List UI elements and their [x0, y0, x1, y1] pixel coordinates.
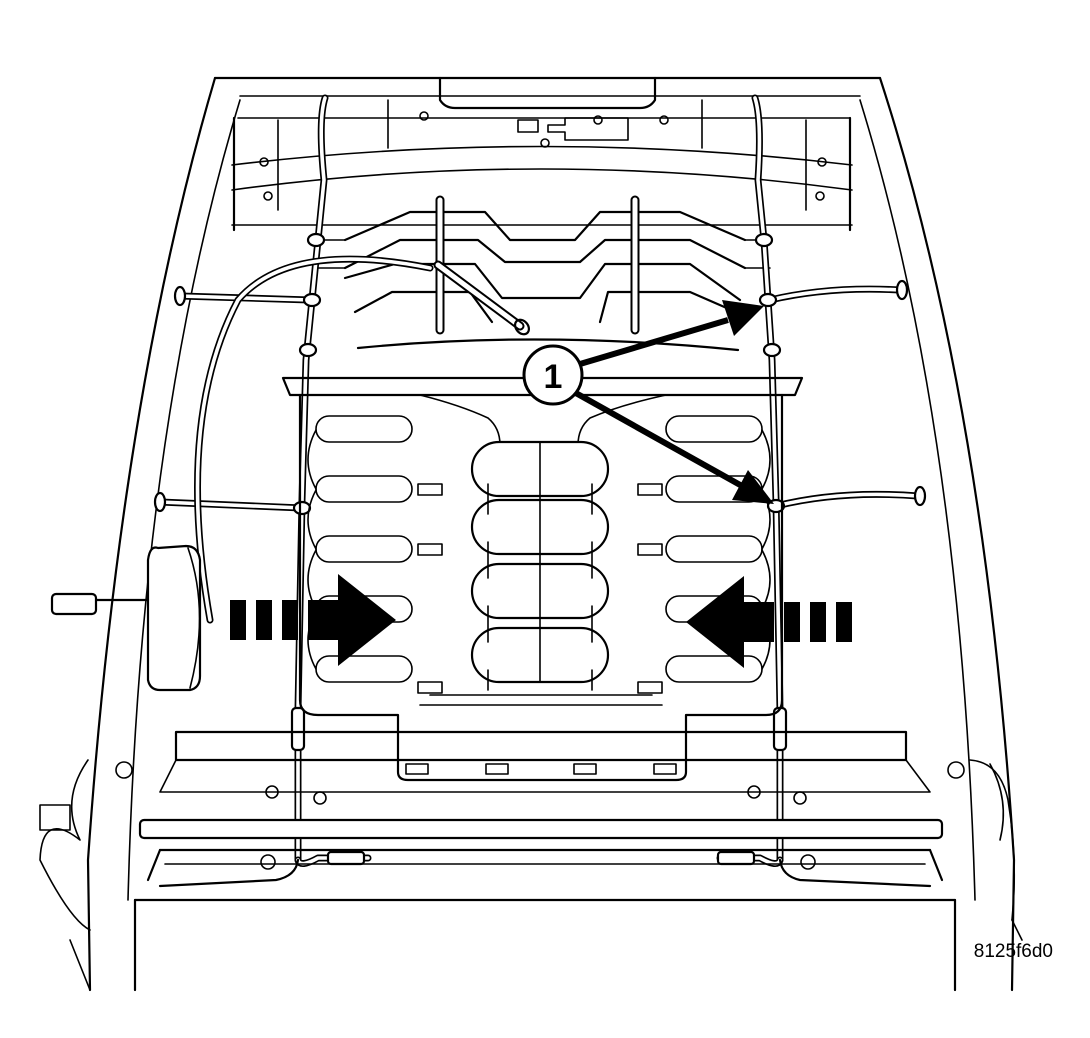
seat-back-frame — [86, 76, 1016, 992]
callout-leader-upper — [579, 300, 764, 367]
lower-frame — [115, 730, 965, 992]
small-slots — [405, 483, 677, 775]
lumbar-support-plate — [281, 376, 804, 782]
callout-label: 1 — [544, 358, 563, 396]
left-cable — [194, 255, 434, 624]
figure-code: 8125f6d0 — [974, 941, 1053, 962]
top-header-panel — [231, 76, 853, 232]
inward-arrow-left — [230, 574, 396, 666]
callout-1: 1 — [522, 344, 584, 406]
cross-wires — [153, 232, 927, 516]
left-side-wire — [158, 94, 372, 888]
callout-leader-lower — [572, 389, 774, 504]
right-side-bracket — [969, 759, 1023, 941]
vertical-rods — [433, 195, 640, 336]
left-side-shield — [39, 544, 202, 991]
inward-arrow-right — [686, 576, 852, 668]
lumbar-bladder — [470, 440, 610, 691]
